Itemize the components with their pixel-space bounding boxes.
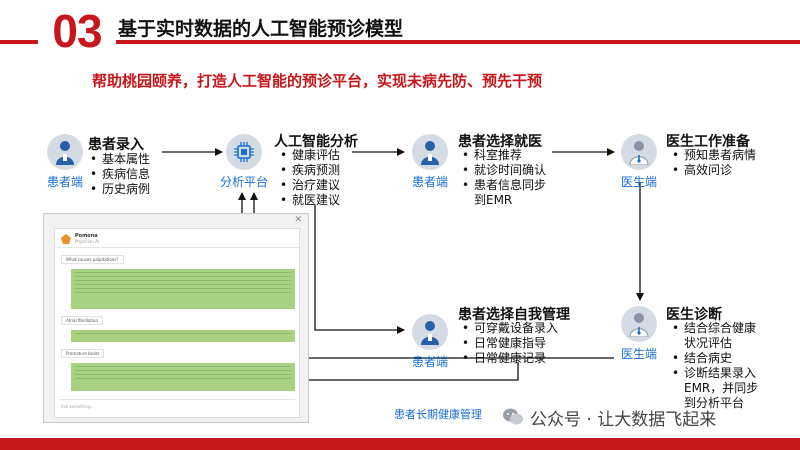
doctor-diagnosis-list: 结合综合健康状况评估 结合病史 诊断结果录入EMR，并同步到分析平台: [670, 321, 766, 411]
list-item: 诊断结果录入EMR，并同步到分析平台: [670, 366, 766, 411]
list-item: 结合综合健康状况评估: [670, 321, 766, 351]
list-item: 可穿戴设备录入: [460, 321, 558, 336]
list-item: 健康评估: [278, 148, 340, 163]
patient-icon: [412, 134, 448, 170]
doctor-icon: [621, 134, 657, 170]
chat-app-name: Pomona: [75, 233, 98, 239]
list-item: 日常健康记录: [460, 351, 558, 366]
ai-analysis-list: 健康评估 疾病预测 治疗建议 就医建议: [278, 148, 340, 208]
patient-selfmanage-list: 可穿戴设备录入 日常健康指导 日常健康记录: [460, 321, 558, 366]
list-item: 结合病史: [670, 351, 766, 366]
ai-analysis-title: 人工智能分析: [274, 134, 358, 150]
list-item: 高效问诊: [670, 163, 756, 178]
watermark-text: 公众号 · 让大数据飞起来: [530, 410, 717, 430]
list-item: 科室推荐: [460, 148, 560, 163]
patient-icon: [412, 314, 448, 350]
chat-screenshot: ✕ Pomona Physician AI What causes palpit…: [43, 213, 309, 423]
chip-icon: [226, 134, 262, 170]
chat-input[interactable]: Ask something...: [59, 399, 295, 413]
doctor-icon: [621, 306, 657, 342]
arrow-ai-to-selfmanage: [314, 205, 405, 334]
chat-answer: [71, 269, 295, 309]
chat-question: Atrial fibrillation: [61, 316, 103, 325]
patient-selfmanage-title: 患者选择自我管理: [458, 307, 570, 323]
chat-app-subtitle: Physician AI: [75, 239, 99, 244]
doctor-prep-title: 医生工作准备: [666, 134, 750, 150]
list-item: 就诊时间确认: [460, 163, 560, 178]
chat-answer: [71, 330, 295, 342]
list-item: 患者信息同步到EMR: [460, 178, 550, 208]
list-item: 历史病例: [88, 182, 150, 197]
list-item: 疾病信息: [88, 167, 150, 182]
node-label-patient-visit: 患者端: [412, 175, 449, 189]
patient-visit-list: 科室推荐 就诊时间确认 患者信息同步到EMR: [460, 148, 560, 208]
page-subtitle: 帮助桃园颐养，打造人工智能的预诊平台，实现未病先防、预先干预: [92, 72, 543, 90]
node-label-analysis-platform: 分析平台: [220, 175, 269, 189]
chat-window: Pomona Physician AI What causes palpitat…: [54, 228, 300, 418]
long-term-management-label: 患者长期健康管理: [394, 408, 482, 421]
node-label-patient-selfmanage: 患者端: [412, 355, 449, 369]
section-number: 03: [38, 4, 116, 58]
list-item: 基本属性: [88, 152, 150, 167]
list-item: 就医建议: [278, 193, 340, 208]
doctor-diagnosis-title: 医生诊断: [666, 307, 722, 323]
list-item: 预知患者病情: [670, 148, 756, 163]
footer-rule: [0, 438, 800, 450]
chat-answer: [71, 363, 295, 391]
node-label-doctor-prep: 医生端: [621, 175, 658, 189]
chat-question: Premature beats: [61, 349, 105, 358]
header-rule: [0, 40, 800, 44]
doctor-prep-list: 预知患者病情 高效问诊: [670, 148, 756, 178]
node-label-doctor-diagnosis: 医生端: [621, 347, 658, 361]
page-title: 基于实时数据的人工智能预诊模型: [118, 18, 404, 40]
node-label-patient-entry: 患者端: [47, 175, 84, 189]
list-item: 疾病预测: [278, 163, 340, 178]
watermark: 公众号 · 让大数据飞起来: [502, 405, 716, 430]
list-item: 日常健康指导: [460, 336, 558, 351]
patient-visit-title: 患者选择就医: [458, 134, 542, 150]
wechat-icon: [502, 407, 524, 429]
chat-question: What causes palpitations?: [61, 255, 124, 264]
divider: [55, 247, 299, 248]
patient-icon: [47, 134, 83, 170]
list-item: 治疗建议: [278, 178, 340, 193]
close-icon: ✕: [294, 215, 302, 225]
patient-entry-title: 患者录入: [88, 137, 144, 153]
app-logo-icon: [61, 234, 71, 244]
patient-entry-list: 基本属性 疾病信息 历史病例: [88, 152, 150, 197]
